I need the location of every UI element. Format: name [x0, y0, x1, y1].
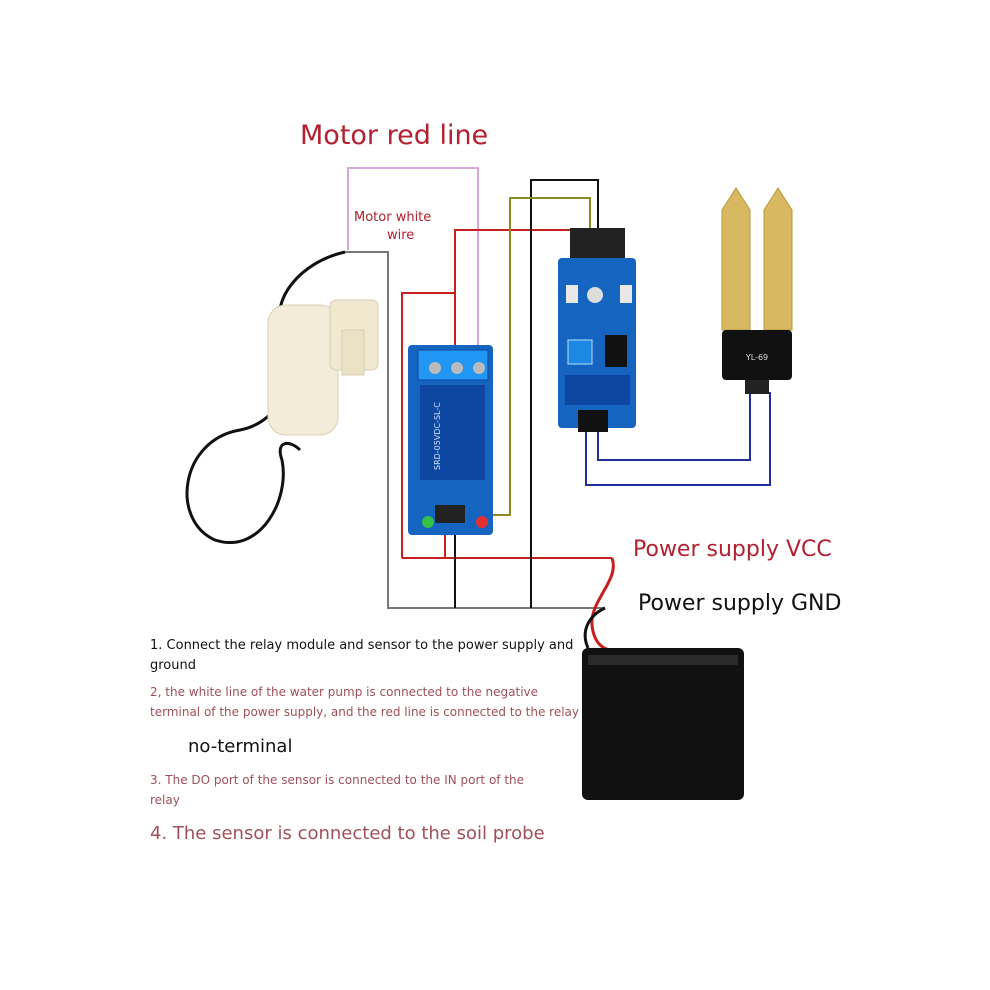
wire-vcc-red — [401, 292, 456, 558]
step-3-line-1: 3. The DO port of the sensor is connecte… — [150, 773, 525, 787]
wires — [345, 167, 771, 609]
wire-motor-red-line — [347, 167, 479, 368]
battery-box-icon — [582, 557, 744, 800]
step-2-line-1: 2, the white line of the water pump is c… — [150, 685, 539, 699]
wire-probe-2 — [585, 392, 771, 486]
motor-white-wire-label-1: Motor white — [354, 210, 432, 225]
motor-white-wire-label-2: wire — [387, 228, 415, 243]
step-1-line-1: 1. Connect the relay module and sensor t… — [150, 638, 574, 653]
wire-motor-white — [345, 251, 605, 609]
relay-module-icon: SRD-05VDC-SL-C — [408, 345, 493, 535]
step-1-line-2: ground — [150, 658, 196, 673]
step-2-line-3: no-terminal — [188, 736, 293, 757]
step-2-line-2: terminal of the power supply, and the re… — [150, 705, 580, 719]
wire-gnd-top — [530, 179, 599, 608]
water-pump-icon — [185, 250, 379, 544]
soil-probe-icon: YL-69 — [721, 187, 793, 394]
power-vcc-label: Power supply VCC — [633, 537, 832, 562]
probe-model-text: YL-69 — [745, 353, 768, 362]
wire-do-in — [466, 197, 591, 516]
motor-red-line-label: Motor red line — [300, 120, 489, 151]
sensor-board-icon — [558, 228, 636, 432]
step-4: 4. The sensor is connected to the soil p… — [150, 823, 545, 844]
wire-probe-1 — [597, 392, 751, 461]
power-gnd-label: Power supply GND — [638, 591, 842, 616]
step-3-line-2: relay — [150, 793, 180, 807]
relay-model-text: SRD-05VDC-SL-C — [433, 402, 442, 470]
